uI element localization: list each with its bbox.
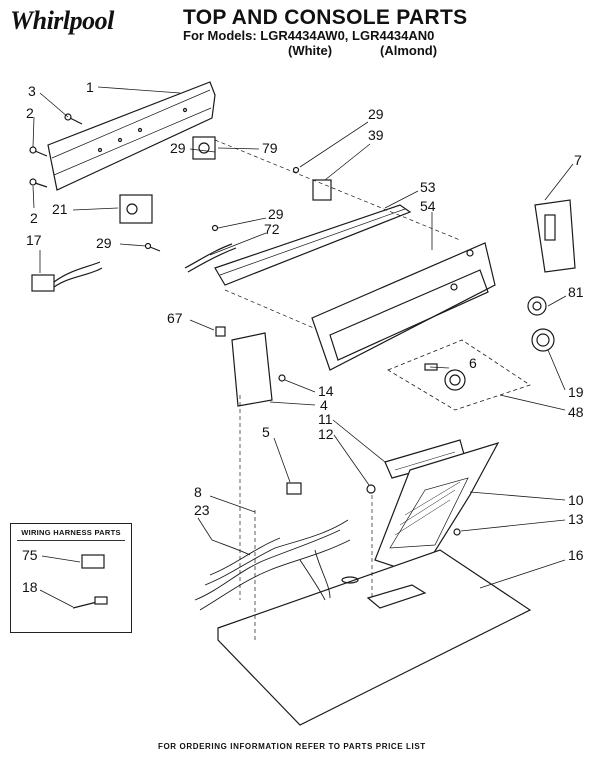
wiring-harness-box: WIRING HARNESS PARTS bbox=[10, 523, 132, 633]
callout-16: 16 bbox=[568, 547, 584, 563]
callout-53: 53 bbox=[420, 179, 436, 195]
callout-4: 4 bbox=[320, 397, 328, 413]
bracket-79 bbox=[192, 136, 216, 160]
callout-8: 8 bbox=[194, 484, 202, 500]
variant-almond: (Almond) bbox=[380, 43, 438, 58]
callout-17: 17 bbox=[26, 232, 42, 248]
wiring-box-title: WIRING HARNESS PARTS bbox=[21, 528, 121, 537]
callout-2: 2 bbox=[30, 210, 38, 226]
callout-48: 48 bbox=[568, 404, 584, 420]
callout-81: 81 bbox=[568, 284, 584, 300]
callout-54: 54 bbox=[420, 198, 436, 214]
callout-3: 3 bbox=[28, 83, 36, 99]
top-rail-53 bbox=[214, 204, 412, 286]
callout-18: 18 bbox=[22, 579, 38, 595]
callout-14: 14 bbox=[318, 383, 334, 399]
callout-29: 29 bbox=[96, 235, 112, 251]
callout-67: 67 bbox=[167, 310, 183, 326]
bracket-39 bbox=[312, 179, 332, 201]
variant-white: (White) bbox=[288, 43, 333, 58]
callout-29: 29 bbox=[368, 106, 384, 122]
callout-23: 23 bbox=[194, 502, 210, 518]
callout-79: 79 bbox=[262, 140, 278, 156]
switch-21 bbox=[119, 194, 153, 224]
callout-12: 12 bbox=[318, 426, 334, 442]
page-title: TOP AND CONSOLE PARTS bbox=[183, 6, 468, 29]
callout-5: 5 bbox=[262, 424, 270, 440]
callout-39: 39 bbox=[368, 127, 384, 143]
part-5 bbox=[286, 482, 302, 495]
callout-72: 72 bbox=[264, 221, 280, 237]
connector-17 bbox=[31, 274, 55, 292]
callout-10: 10 bbox=[568, 492, 584, 508]
callout-29: 29 bbox=[170, 140, 186, 156]
callout-75: 75 bbox=[22, 547, 38, 563]
console-54 bbox=[311, 242, 496, 371]
wiring-part-18 bbox=[94, 596, 108, 605]
callout-29: 29 bbox=[268, 206, 284, 222]
brand-logo: Whirlpool bbox=[10, 6, 114, 35]
divider bbox=[17, 540, 125, 541]
knob-81 bbox=[527, 296, 547, 316]
console-back-panel bbox=[47, 81, 216, 191]
bracket-4 bbox=[231, 332, 273, 407]
callout-2: 2 bbox=[26, 105, 34, 121]
footer-note: FOR ORDERING INFORMATION REFER TO PARTS … bbox=[158, 742, 426, 751]
models-line: For Models: LGR4434AW0, LGR4434AN0 bbox=[183, 28, 435, 43]
callout-6: 6 bbox=[469, 355, 477, 371]
knob-19 bbox=[531, 328, 555, 352]
callout-11: 11 bbox=[318, 411, 333, 427]
top-panel-16 bbox=[217, 549, 532, 726]
callout-21: 21 bbox=[52, 201, 68, 217]
callout-1: 1 bbox=[86, 79, 94, 95]
knob-6 bbox=[444, 369, 466, 391]
wiring-part-75 bbox=[81, 554, 105, 569]
callout-19: 19 bbox=[568, 384, 584, 400]
callout-7: 7 bbox=[574, 152, 582, 168]
callout-13: 13 bbox=[568, 511, 584, 527]
